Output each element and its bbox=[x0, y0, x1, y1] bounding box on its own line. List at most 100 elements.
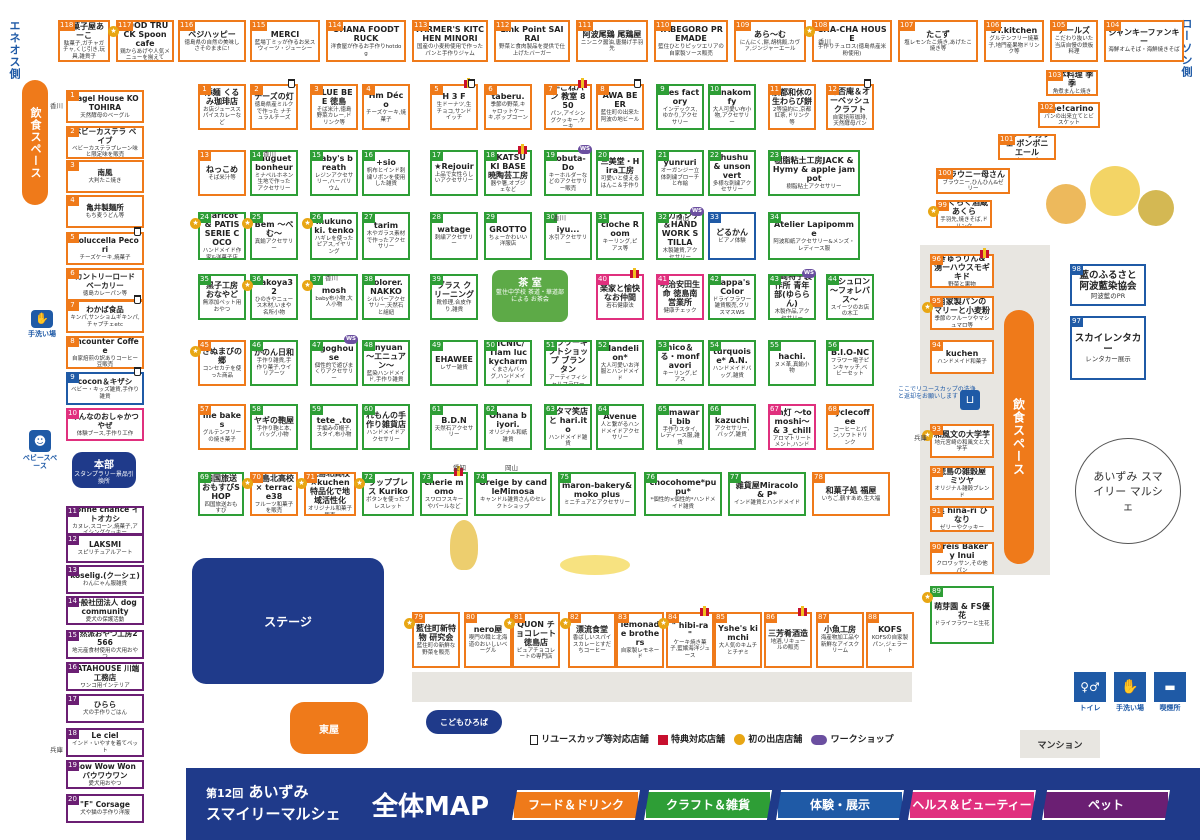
booth-67[interactable]: 67relaxation灯 〜tomoshi〜 & 3_chillアロマトリート… bbox=[768, 404, 816, 450]
booth-84[interactable]: 84" hibi-ra "ケーキ焼き菓子,藍嬢海洋ジュース bbox=[666, 612, 714, 668]
